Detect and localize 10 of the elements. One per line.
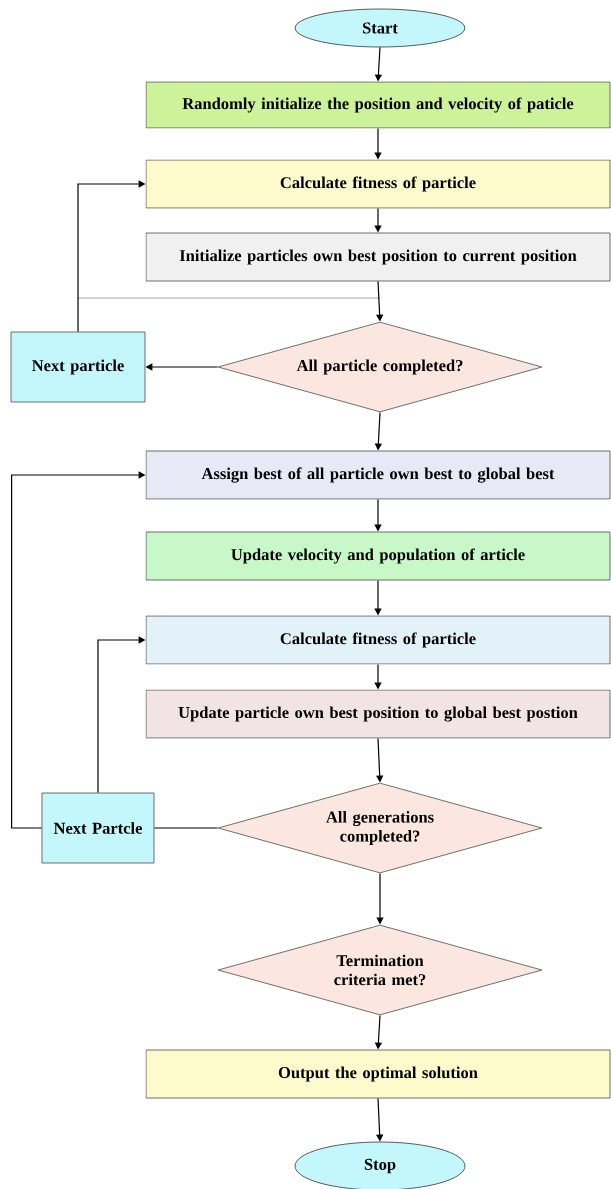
- process-box: Randomly initialize the position and velocity of paticle: [145, 81, 611, 129]
- process-box: Update velocity and population of article: [145, 531, 611, 581]
- process-box: Next Partcle: [41, 792, 155, 864]
- process-box: Output the optimal solution: [145, 1049, 611, 1099]
- process-box: Initialize particles own best position to current position: [145, 232, 611, 282]
- process-box: Assign best of all particle own best to global best: [145, 450, 611, 500]
- process-box: Update particle own best position to global best postion: [145, 689, 611, 739]
- process-box: Calculate fitness of particle: [145, 159, 611, 209]
- process-box: Next particle: [10, 331, 146, 403]
- process-box: Calculate fitness of particle: [145, 615, 611, 665]
